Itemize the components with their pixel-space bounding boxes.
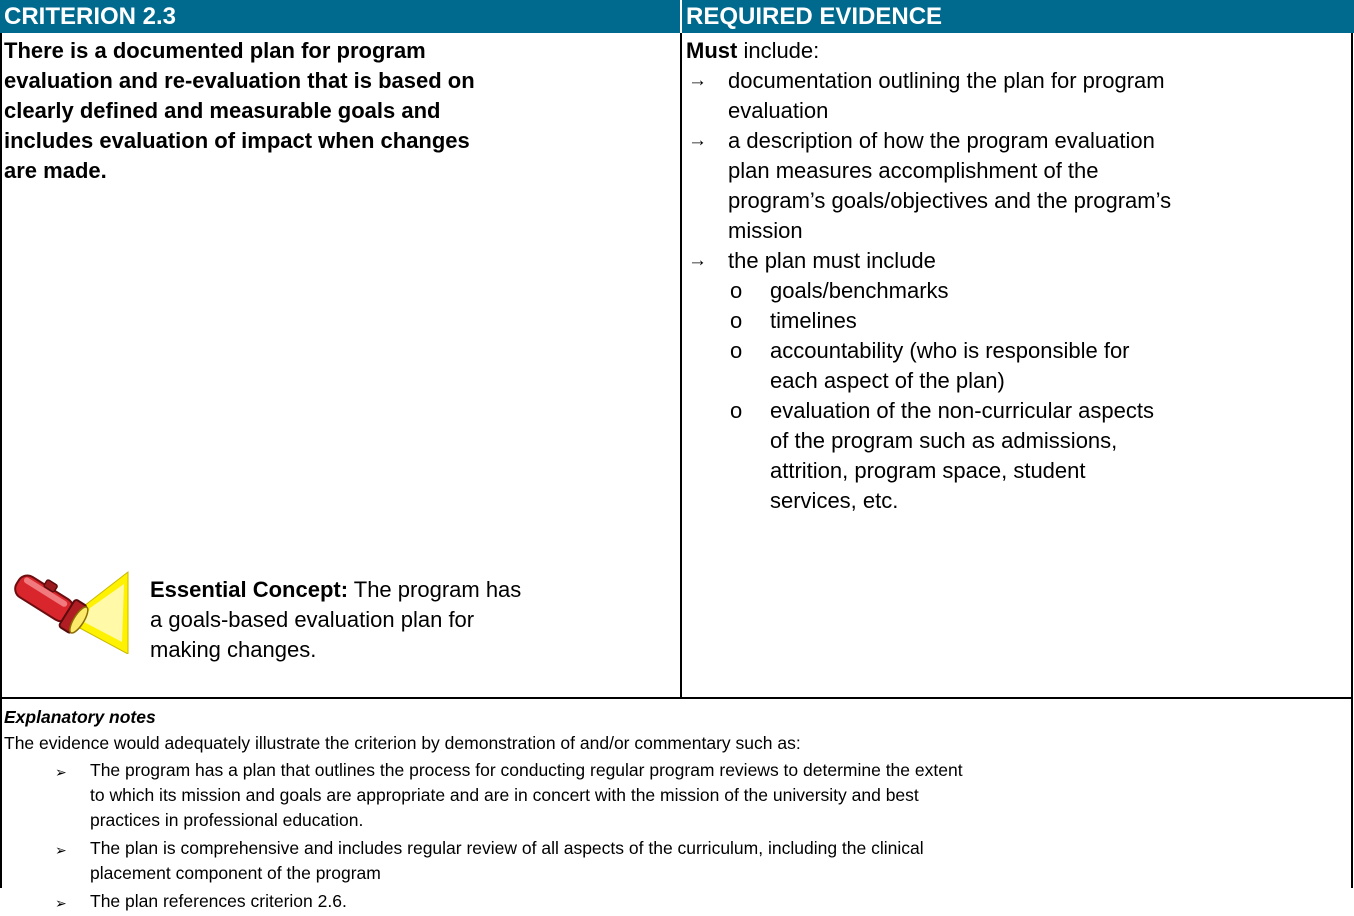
evidence-sub-text: attrition, program space, student <box>770 458 1086 483</box>
arrowhead-bullet-icon: ➢ <box>55 895 67 911</box>
evidence-sub-item-cont: attrition, program space, student <box>686 456 1350 486</box>
evidence-text: evaluation <box>728 98 829 123</box>
note-bullet-text: practices in professional education. <box>90 810 364 830</box>
evidence-sub-item: o timelines <box>686 306 1350 336</box>
evidence-item-cont: plan measures accomplishment of the <box>686 156 1350 186</box>
criterion-line: There is a documented plan for program <box>4 38 426 63</box>
essential-concept-label: Essential Concept: <box>150 577 349 602</box>
circle-bullet-icon: o <box>730 338 743 363</box>
required-evidence-header: REQUIRED EVIDENCE <box>680 0 1354 33</box>
criterion-header: CRITERION 2.3 <box>0 0 680 33</box>
arrow-icon: → <box>688 250 707 271</box>
evidence-text: documentation outlining the plan for pro… <box>728 68 1165 93</box>
essential-concept: Essential Concept: The program has a goa… <box>150 575 670 665</box>
criterion-line: evaluation and re-evaluation that is bas… <box>4 68 475 93</box>
evidence-sub-item-cont: services, etc. <box>686 486 1350 516</box>
row-divider <box>0 697 1353 699</box>
essential-concept-line: Essential Concept: The program has <box>150 575 670 605</box>
evidence-text: mission <box>728 218 803 243</box>
evidence-sub-item-cont: of the program such as admissions, <box>686 426 1350 456</box>
evidence-text: a description of how the program evaluat… <box>728 128 1155 153</box>
required-evidence-list: Must include: → documentation outlining t… <box>686 36 1350 516</box>
circle-bullet-icon: o <box>730 278 743 303</box>
note-bullet-text: The plan is comprehensive and includes r… <box>90 838 924 858</box>
essential-concept-line: making changes. <box>150 637 317 662</box>
evidence-item: → the plan must include <box>686 246 1350 276</box>
essential-concept-line: a goals-based evaluation plan for <box>150 607 475 632</box>
arrowhead-bullet-icon: ➢ <box>55 842 67 858</box>
circle-bullet-icon: o <box>730 398 743 423</box>
arrow-icon: → <box>688 130 707 151</box>
criterion-line: are made. <box>4 158 107 183</box>
evidence-item-cont: mission <box>686 216 1350 246</box>
must-rest: include: <box>737 38 820 63</box>
table-border-right <box>1351 33 1353 888</box>
evidence-item-cont: evaluation <box>686 96 1350 126</box>
evidence-sub-text: evaluation of the non-curricular aspects <box>770 398 1154 423</box>
must-include-line: Must include: <box>686 36 1350 66</box>
note-bullet-text: to which its mission and goals are appro… <box>90 785 919 805</box>
evidence-sub-text: of the program such as admissions, <box>770 428 1118 453</box>
evidence-sub-text: goals/benchmarks <box>770 278 949 303</box>
criterion-line: includes evaluation of impact when chang… <box>4 128 470 153</box>
criterion-line: clearly defined and measurable goals and <box>4 98 441 123</box>
column-divider <box>680 33 682 698</box>
essential-concept-text: The program has <box>348 577 522 602</box>
evidence-item: → a description of how the program evalua… <box>686 126 1350 156</box>
note-bullet-text: placement component of the program <box>90 863 381 883</box>
flashlight-icon <box>14 570 129 654</box>
evidence-text: the plan must include <box>728 248 936 273</box>
evidence-item: → documentation outlining the plan for pr… <box>686 66 1350 96</box>
criterion-statement: There is a documented plan for program e… <box>4 36 674 186</box>
evidence-sub-text: timelines <box>770 308 857 333</box>
evidence-sub-item: o accountability (who is responsible for <box>686 336 1350 366</box>
note-bullet-text: The plan references criterion 2.6. <box>90 891 347 911</box>
evidence-sub-text: accountability (who is responsible for <box>770 338 1130 363</box>
evidence-sub-item-cont: each aspect of the plan) <box>686 366 1350 396</box>
arrow-icon: → <box>688 70 707 91</box>
evidence-text: plan measures accomplishment of the <box>728 158 1099 183</box>
evidence-item-cont: program’s goals/objectives and the progr… <box>686 186 1350 216</box>
evidence-sub-item: o evaluation of the non-curricular aspect… <box>686 396 1350 426</box>
evidence-sub-text: services, etc. <box>770 488 899 513</box>
arrowhead-bullet-icon: ➢ <box>55 764 67 780</box>
notes-intro: The evidence would adequately illustrate… <box>4 733 801 753</box>
circle-bullet-icon: o <box>730 308 743 333</box>
evidence-sub-text: each aspect of the plan) <box>770 368 1005 393</box>
table-border-left <box>0 33 2 888</box>
evidence-sub-item: o goals/benchmarks <box>686 276 1350 306</box>
notes-heading: Explanatory notes <box>4 707 156 727</box>
must-label: Must <box>686 38 738 63</box>
evidence-text: program’s goals/objectives and the progr… <box>728 188 1172 213</box>
note-bullet-text: The program has a plan that outlines the… <box>90 760 963 780</box>
